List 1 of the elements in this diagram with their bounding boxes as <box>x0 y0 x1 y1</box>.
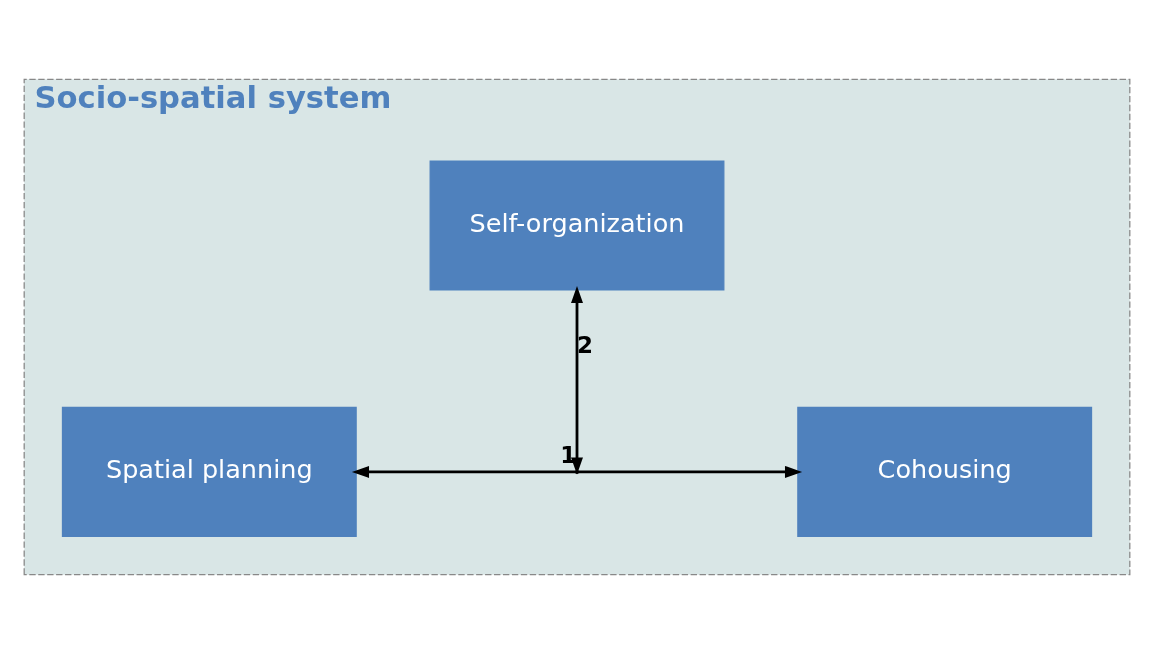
edge-label: 2 <box>577 332 593 359</box>
